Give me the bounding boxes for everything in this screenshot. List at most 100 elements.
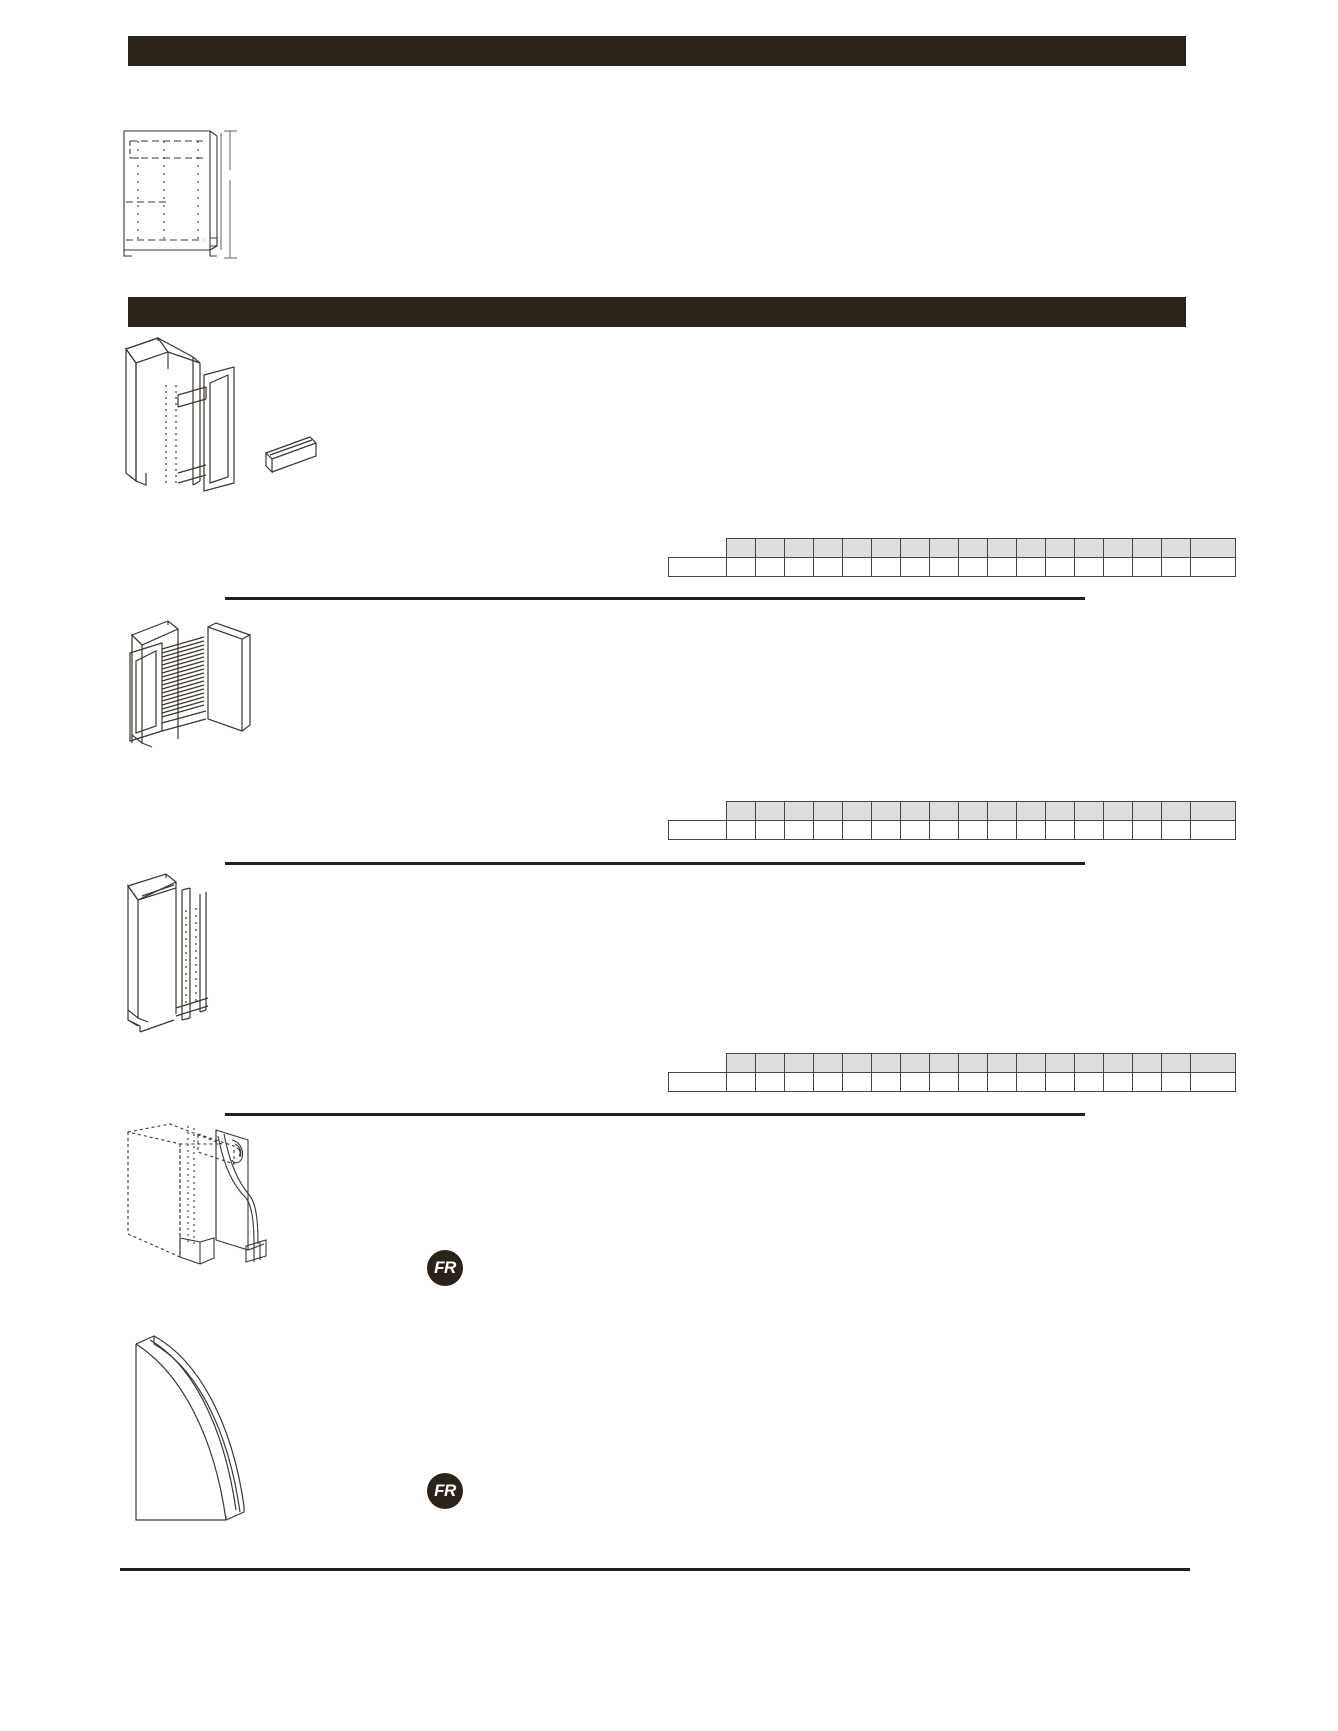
- fr-badge: FR: [427, 1473, 463, 1509]
- table-cell: [987, 557, 1017, 577]
- fr-badge-label: FR: [434, 1258, 456, 1277]
- table-header-cell: [1190, 801, 1236, 821]
- table-header-cell: [929, 538, 959, 558]
- table-cell: [900, 820, 930, 840]
- table-cell: [1132, 557, 1162, 577]
- section-divider-rule: [225, 862, 1085, 865]
- table-cell: [871, 1072, 901, 1092]
- section-divider-rule: [225, 1113, 1085, 1116]
- table-header-cell: [1103, 538, 1133, 558]
- table-header-cell: [755, 801, 785, 821]
- table-header-cell: [726, 538, 756, 558]
- table-header-cell: [755, 538, 785, 558]
- table-header-cell: [842, 801, 872, 821]
- page-footer-rule: [120, 1568, 1190, 1571]
- spec-table-pullout-tray[interactable]: [668, 538, 1236, 577]
- corbel-bracket-drawing: [118, 1122, 278, 1292]
- table-cell: [987, 1072, 1017, 1092]
- table-header-cell: [1045, 801, 1075, 821]
- table-cell: [958, 557, 988, 577]
- table-row: [668, 820, 1236, 840]
- table-row-label: [668, 820, 727, 840]
- table-cell: [726, 557, 756, 577]
- table-header-cell: [1045, 1053, 1075, 1073]
- table-cell: [813, 1072, 843, 1092]
- table-row: [668, 1072, 1236, 1092]
- table-cell: [1161, 557, 1191, 577]
- table-header-cell: [1074, 1053, 1104, 1073]
- table-header-cell: [1161, 801, 1191, 821]
- curved-end-panel-drawing: [128, 1330, 268, 1525]
- table-header-cell: [958, 801, 988, 821]
- table-cell: [900, 557, 930, 577]
- table-header-cell: [1074, 801, 1104, 821]
- table-cell: [1190, 820, 1236, 840]
- table-header-cell: [958, 538, 988, 558]
- table-header-cell: [929, 801, 959, 821]
- table-header-cell: [784, 801, 814, 821]
- section-divider-rule: [225, 597, 1085, 600]
- table-cell: [755, 557, 785, 577]
- table-cell: [784, 820, 814, 840]
- section-header-bar-top: [128, 36, 1186, 66]
- table-cell: [1016, 1072, 1046, 1092]
- table-cell: [1045, 820, 1075, 840]
- table-header-cell: [1190, 1053, 1236, 1073]
- table-corner-cell: [669, 802, 727, 821]
- table-cell: [1103, 1072, 1133, 1092]
- table-header-cell: [987, 538, 1017, 558]
- base-cabinet-tray-divider-drawing: [118, 613, 293, 758]
- section-header-bar-second: [128, 297, 1186, 327]
- table-header-cell: [726, 801, 756, 821]
- table-cell: [1016, 557, 1046, 577]
- table-header-cell: [1132, 1053, 1162, 1073]
- table-header-cell: [871, 801, 901, 821]
- table-cell: [1132, 1072, 1162, 1092]
- table-cell: [1161, 1072, 1191, 1092]
- table-cell: [1016, 820, 1046, 840]
- table-cell: [813, 557, 843, 577]
- table-cell: [1190, 557, 1236, 577]
- table-cell: [1132, 820, 1162, 840]
- table-cell: [842, 557, 872, 577]
- spec-table-open-base[interactable]: [668, 1053, 1236, 1092]
- table-header-cell: [987, 801, 1017, 821]
- table-cell: [726, 820, 756, 840]
- table-header-row: [669, 538, 1236, 558]
- table-header-cell: [813, 1053, 843, 1073]
- table-cell: [1103, 557, 1133, 577]
- table-cell: [929, 557, 959, 577]
- table-header-cell: [958, 1053, 988, 1073]
- table-header-cell: [1103, 1053, 1133, 1073]
- fr-badge: FR: [427, 1250, 463, 1286]
- spec-table-tray-divider[interactable]: [668, 801, 1236, 840]
- table-header-cell: [784, 1053, 814, 1073]
- table-header-cell: [871, 538, 901, 558]
- table-header-cell: [900, 1053, 930, 1073]
- table-cell: [900, 1072, 930, 1092]
- table-header-cell: [784, 538, 814, 558]
- table-header-cell: [1161, 538, 1191, 558]
- table-cell: [1045, 1072, 1075, 1092]
- table-header-cell: [1161, 1053, 1191, 1073]
- table-cell: [958, 820, 988, 840]
- table-header-cell: [1016, 1053, 1046, 1073]
- table-header-cell: [929, 1053, 959, 1073]
- table-header-cell: [900, 538, 930, 558]
- table-header-cell: [1132, 801, 1162, 821]
- table-header-cell: [842, 538, 872, 558]
- table-cell: [813, 820, 843, 840]
- table-cell: [842, 1072, 872, 1092]
- table-cell: [1190, 1072, 1236, 1092]
- table-corner-cell: [669, 1054, 727, 1073]
- table-header-cell: [1103, 801, 1133, 821]
- table-corner-cell: [669, 539, 727, 558]
- table-header-cell: [1016, 801, 1046, 821]
- table-header-cell: [1190, 538, 1236, 558]
- table-header-cell: [1074, 538, 1104, 558]
- table-header-cell: [813, 801, 843, 821]
- base-cabinet-open-frame-drawing: [118, 870, 263, 1040]
- table-cell: [1103, 820, 1133, 840]
- table-header-cell: [871, 1053, 901, 1073]
